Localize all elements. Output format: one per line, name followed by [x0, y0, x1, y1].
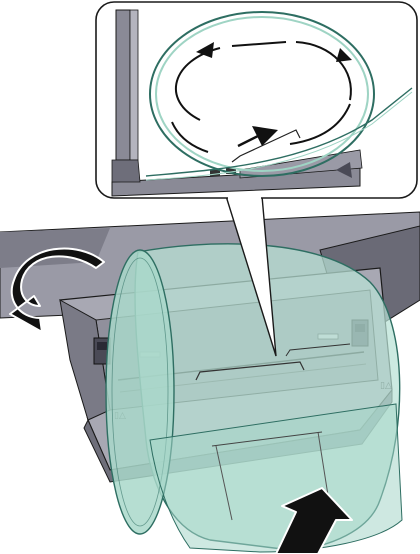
paper-roll [106, 244, 402, 552]
